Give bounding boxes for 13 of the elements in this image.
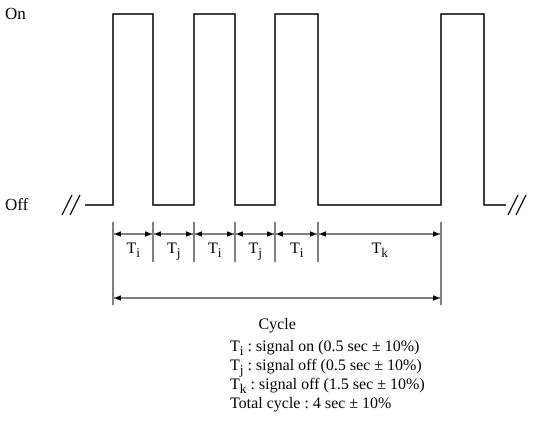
note-text: Total cycle : 4 sec ± 10% (230, 395, 392, 413)
interval-label: T$_{i}$ (290, 240, 304, 261)
interval-label: T$_{k}$ (372, 240, 388, 261)
note-text: T$_{j}$ : signal off (0.5 sec ± 10%) (230, 357, 422, 378)
interval-label: T$_{i}$ (126, 240, 140, 261)
note-text: T$_{k}$ : signal off (1.5 sec ± 10%) (230, 376, 425, 396)
level-label: Off (5, 196, 28, 215)
level-label: On (5, 5, 26, 24)
note-text: T$_{i}$ : signal on (0.5 sec ± 10%) (230, 338, 420, 358)
interval-label: T$_{j}$ (167, 240, 180, 261)
interval-label: T$_{i}$ (208, 240, 222, 261)
interval-label: T$_{j}$ (248, 240, 262, 261)
dimension-label: Cycle (258, 316, 296, 334)
